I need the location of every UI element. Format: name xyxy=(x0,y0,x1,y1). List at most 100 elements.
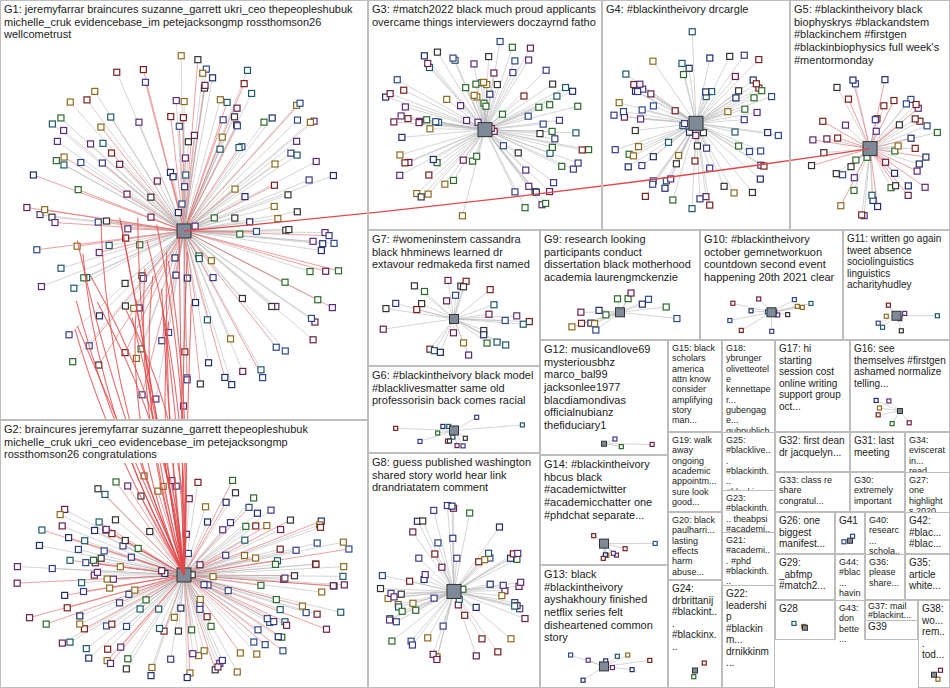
network-vertex xyxy=(616,100,622,106)
network-vertex xyxy=(185,550,191,556)
network-vertex xyxy=(632,128,638,134)
network-vertex xyxy=(208,258,214,264)
network-vertex xyxy=(278,527,284,533)
network-edge xyxy=(413,532,454,592)
network-vertex xyxy=(741,117,747,123)
network-edge xyxy=(103,143,184,231)
network-edge xyxy=(626,74,696,123)
network-vertex xyxy=(391,119,397,125)
network-edge xyxy=(696,123,752,192)
network-vertex xyxy=(383,306,389,312)
network-vertex xyxy=(229,382,235,388)
network-vertex xyxy=(223,552,229,558)
network-vertex xyxy=(14,564,20,570)
network-edge xyxy=(184,507,206,575)
network-vertex xyxy=(630,668,634,672)
network-vertex xyxy=(94,569,100,575)
network-vertex xyxy=(922,184,928,190)
network-vertex xyxy=(387,91,393,97)
network-vertex xyxy=(210,275,216,281)
network-vertex xyxy=(64,605,70,611)
network-edge xyxy=(643,89,696,123)
network-vertex xyxy=(401,87,407,93)
network-vertex xyxy=(499,111,505,117)
network-vertex xyxy=(109,621,115,627)
network-edge xyxy=(109,231,184,246)
network-vertex xyxy=(148,673,154,679)
group-label: G36: please share... xyxy=(866,555,904,590)
network-vertex xyxy=(125,483,131,489)
group-panel: G31: last meeting xyxy=(850,432,905,472)
network-vertex xyxy=(809,163,815,169)
network-vertex xyxy=(416,555,422,561)
hub-vertex xyxy=(600,662,609,671)
network-vertex xyxy=(800,305,804,309)
network-vertex xyxy=(208,623,214,629)
network-vertex xyxy=(237,650,243,656)
network-vertex xyxy=(731,301,735,305)
group-panel: G36: please share... xyxy=(865,554,905,600)
network-vertex xyxy=(71,285,77,291)
network-vertex xyxy=(58,115,64,121)
network-vertex xyxy=(426,172,432,178)
network-edge xyxy=(454,591,476,655)
network-vertex xyxy=(92,527,98,533)
network-edge xyxy=(81,163,184,231)
network-vertex xyxy=(310,337,316,343)
group-label: G32: first dean dr jacquelyn... xyxy=(776,433,849,460)
network-edge xyxy=(400,130,485,176)
network-vertex xyxy=(273,344,279,350)
network-edge xyxy=(184,575,285,578)
network-vertex xyxy=(232,490,238,496)
network-vertex xyxy=(650,442,654,446)
network-vertex xyxy=(246,504,252,510)
network-vertex xyxy=(467,510,473,516)
network-vertex xyxy=(522,616,528,622)
network-edge xyxy=(184,70,247,231)
network-edge xyxy=(120,164,184,231)
network-vertex xyxy=(389,638,395,644)
network-vertex xyxy=(639,163,645,169)
network-vertex xyxy=(731,190,737,196)
network-vertex xyxy=(758,148,764,154)
network-vertex xyxy=(331,240,337,246)
network-vertex xyxy=(275,634,281,640)
group-panel: G27: one highlights 2020... xyxy=(905,472,950,512)
network-vertex xyxy=(220,527,226,533)
network-vertex xyxy=(421,53,427,59)
network-vertex xyxy=(307,119,313,125)
network-edge xyxy=(485,130,550,192)
network-vertex xyxy=(189,627,195,633)
network-edge xyxy=(390,94,485,130)
network-vertex xyxy=(81,589,87,595)
network-vertex xyxy=(907,421,911,425)
network-vertex xyxy=(859,212,865,218)
network-edge xyxy=(86,575,184,649)
network-edge xyxy=(184,527,320,575)
network-edge xyxy=(433,130,485,160)
network-vertex xyxy=(170,174,176,180)
network-vertex xyxy=(178,53,184,59)
network-edge xyxy=(184,231,276,347)
network-edge xyxy=(696,123,778,135)
network-vertex xyxy=(58,265,64,271)
group-panel: G44: #blac... havin... xyxy=(835,554,865,600)
network-edge xyxy=(184,507,249,575)
network-vertex xyxy=(543,200,549,206)
network-vertex xyxy=(450,535,456,541)
network-vertex xyxy=(721,183,727,189)
network-vertex xyxy=(453,292,459,298)
network-edge xyxy=(772,303,811,312)
network-vertex xyxy=(765,130,771,136)
network-vertex xyxy=(394,426,398,430)
group-panel: G15: black scholars america attn know co… xyxy=(668,340,722,432)
network-edge xyxy=(112,575,184,624)
network-edge xyxy=(390,591,454,620)
network-edge xyxy=(184,550,296,575)
network-vertex xyxy=(635,89,641,95)
network-vertex xyxy=(484,340,490,346)
network-vertex xyxy=(117,600,123,606)
network-vertex xyxy=(126,591,132,597)
network-vertex xyxy=(211,215,217,221)
network-vertex xyxy=(251,639,257,645)
